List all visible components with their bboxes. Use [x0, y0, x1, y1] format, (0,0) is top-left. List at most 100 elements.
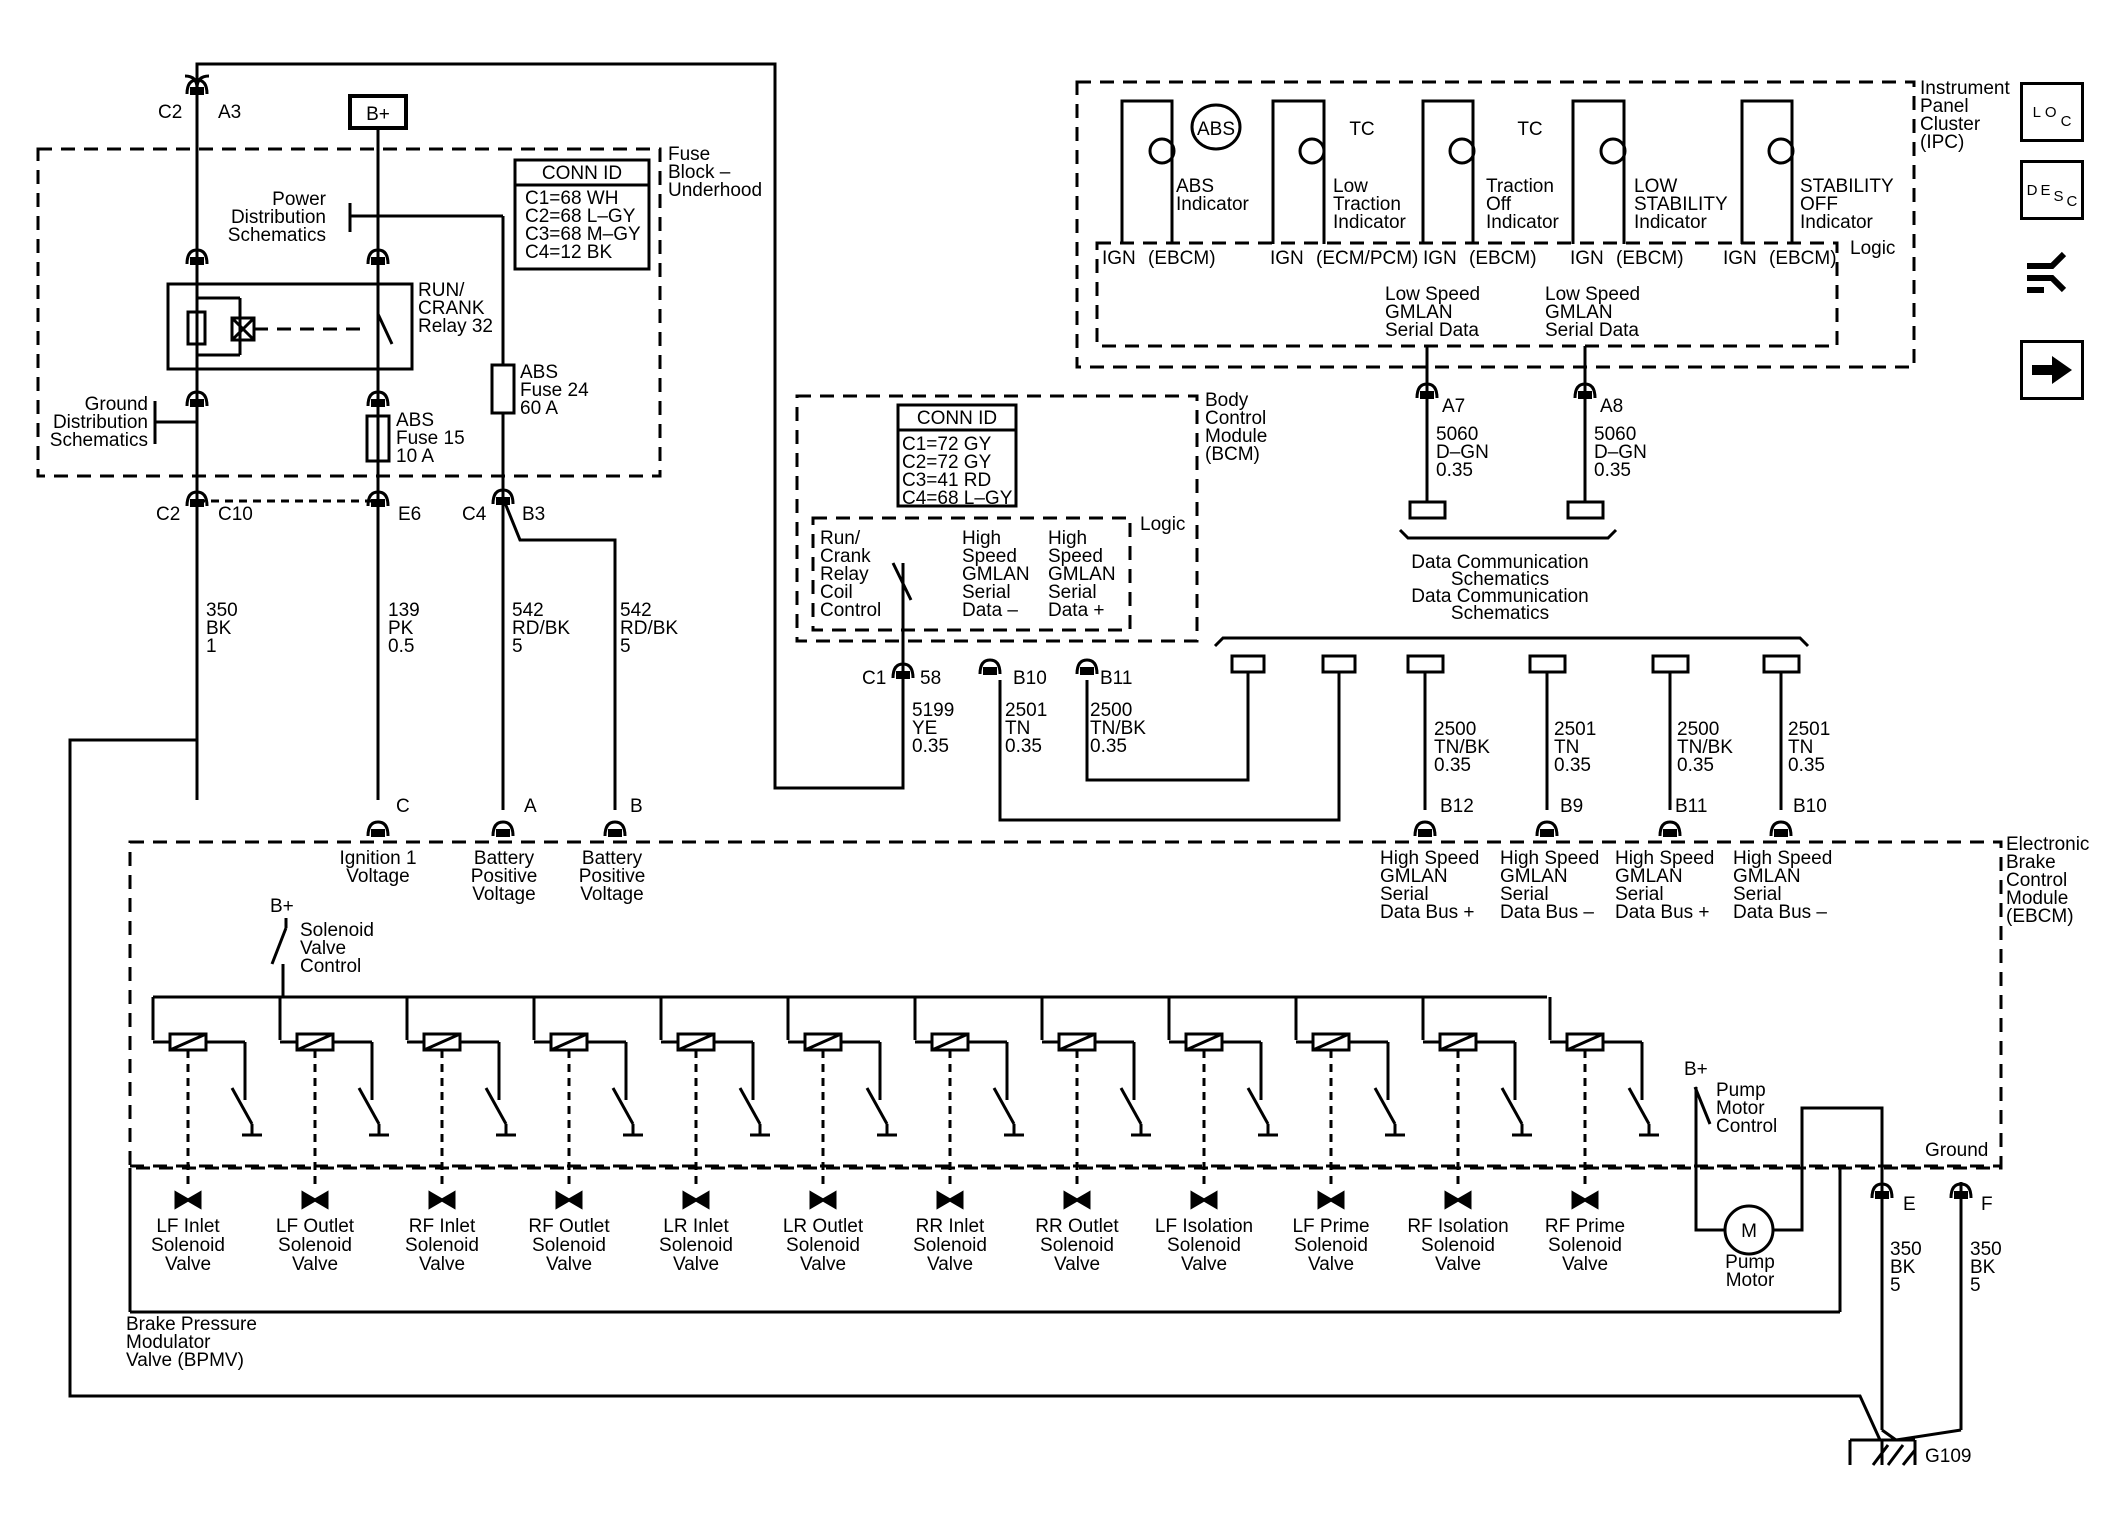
wire-label: 0.5	[388, 636, 414, 657]
low-speed-gmlan-label: GMLAN	[1545, 302, 1613, 323]
power-distribution-label: Schematics	[228, 225, 326, 246]
connector-pin	[1774, 829, 1788, 837]
solenoid-valve-label: LF Inlet	[156, 1216, 220, 1237]
solenoid-coil-slash	[169, 1032, 207, 1052]
high-speed-gmlan-label: Data Bus +	[1615, 902, 1710, 923]
wire-label: 0.35	[1594, 460, 1631, 481]
connector-terminal	[1535, 820, 1559, 837]
low-speed-gmlan-label: Serial Data	[1385, 320, 1479, 341]
high-speed-gmlan-label: High Speed	[1615, 848, 1714, 869]
solenoid-valve-label: Solenoid	[532, 1235, 606, 1256]
connector-pin	[190, 499, 204, 507]
solenoid-coil-slash	[1439, 1032, 1477, 1052]
conn-id-entry: C3=41 RD	[902, 470, 991, 491]
pump-control-label: Control	[1716, 1116, 1777, 1137]
wire-label: 0.35	[1788, 755, 1825, 776]
solenoid-valve-label: Solenoid	[1421, 1235, 1495, 1256]
solenoid-valve-label: LF Prime	[1292, 1216, 1369, 1237]
solenoid-coil-slash	[804, 1032, 842, 1052]
wire-label: TN	[1554, 737, 1579, 758]
wire-label: 2500	[1677, 719, 1719, 740]
run-crank-relay	[166, 282, 414, 371]
connector-label: C2	[158, 102, 182, 123]
wire-label: 0.35	[1436, 460, 1473, 481]
pin-label: E6	[398, 504, 421, 525]
ign-source-label: (EBCM)	[1769, 248, 1837, 269]
wire-label: 350	[1890, 1239, 1922, 1260]
solenoid-valve-label: Solenoid	[659, 1235, 733, 1256]
connector-pin	[608, 829, 622, 837]
wire-label: 2501	[1554, 719, 1596, 740]
high-speed-gmlan-label: High Speed	[1380, 848, 1479, 869]
wire-label: TN/BK	[1677, 737, 1733, 758]
indicator-symbol: ABS	[1197, 119, 1235, 140]
desc-label: S	[2053, 187, 2064, 205]
solenoid-valve-label: Solenoid	[405, 1235, 479, 1256]
wire-label: 0.35	[1090, 736, 1127, 757]
solenoid-switch	[1627, 1087, 1651, 1125]
logic-label: Logic	[1140, 514, 1185, 535]
pin-label: A8	[1600, 396, 1623, 417]
indicator-label: OFF	[1800, 194, 1838, 215]
solenoid-valve-label: RF Isolation	[1407, 1216, 1508, 1237]
solenoid-switch	[611, 1087, 635, 1125]
ground-distribution-label: Schematics	[50, 430, 148, 451]
fuse-15-label: 10 A	[396, 446, 434, 467]
bcm-title: (BCM)	[1205, 444, 1260, 465]
bcm-title: Module	[1205, 426, 1267, 447]
solenoid-switch	[1119, 1087, 1143, 1125]
low-speed-gmlan-label: GMLAN	[1385, 302, 1453, 323]
ign-label: IGN	[1270, 248, 1304, 269]
wire-label: TN/BK	[1434, 737, 1490, 758]
indicator-symbol: TC	[1517, 119, 1542, 140]
connector-terminal	[185, 248, 209, 265]
connector-terminal	[1949, 1182, 1973, 1199]
data-communication-label: Schematics	[1451, 603, 1549, 624]
high-speed-gmlan-label: High	[962, 528, 1001, 549]
valve-symbol	[1317, 1190, 1345, 1210]
ground-distribution-label: Distribution	[53, 412, 148, 433]
wire-label: 542	[620, 600, 652, 621]
battery-voltage-label: Voltage	[580, 884, 643, 905]
arrow-right-icon	[2032, 356, 2072, 384]
wire-label: 2501	[1005, 700, 1047, 721]
solenoid-coil-slash	[677, 1032, 715, 1052]
wire-label: YE	[912, 718, 937, 739]
bpmv-title: Modulator	[126, 1332, 211, 1353]
desc-button[interactable]: D E S C	[2020, 160, 2084, 220]
solenoid-valve-label: Solenoid	[786, 1235, 860, 1256]
relay-label: RUN/	[418, 280, 465, 301]
next-page-button[interactable]	[2020, 340, 2084, 400]
pin-label: B10	[1013, 668, 1047, 689]
solenoid-valve-label: Valve	[1181, 1254, 1227, 1275]
wire-label: 0.35	[1005, 736, 1042, 757]
relay-label: Relay 32	[418, 316, 493, 337]
loc-button[interactable]: L O C	[2020, 82, 2084, 142]
conn-id-entry: C4=12 BK	[525, 242, 612, 263]
connector-terminal	[366, 248, 390, 265]
valve-symbol	[428, 1190, 456, 1210]
ign-label: IGN	[1723, 248, 1757, 269]
high-speed-gmlan-label: GMLAN	[1048, 564, 1116, 585]
wire-label: 5199	[912, 700, 954, 721]
high-speed-gmlan-label: Speed	[1048, 546, 1103, 567]
connector-terminal	[366, 490, 390, 507]
solenoid-valve-label: Solenoid	[278, 1235, 352, 1256]
motor-symbol: M	[1741, 1221, 1757, 1242]
connector-pin	[496, 497, 510, 505]
high-speed-gmlan-label: Speed	[962, 546, 1017, 567]
fuse-15-label: Fuse 15	[396, 428, 465, 449]
connector-terminal	[366, 390, 390, 407]
solenoid-switch	[1246, 1087, 1270, 1125]
return-icon[interactable]	[2020, 246, 2084, 306]
solenoid-control-label: Valve	[300, 938, 346, 959]
wire-label: 2500	[1090, 700, 1132, 721]
connector-terminal	[185, 78, 209, 95]
pump-motor-label: Motor	[1726, 1270, 1775, 1291]
ground-id-label: G109	[1925, 1446, 1971, 1467]
ignition-voltage-label: Voltage	[346, 866, 409, 887]
wire-label: 1	[206, 636, 217, 657]
data-communication-label: Schematics	[1451, 569, 1549, 590]
connector-label: C1	[862, 668, 886, 689]
connector-terminal	[491, 820, 515, 837]
